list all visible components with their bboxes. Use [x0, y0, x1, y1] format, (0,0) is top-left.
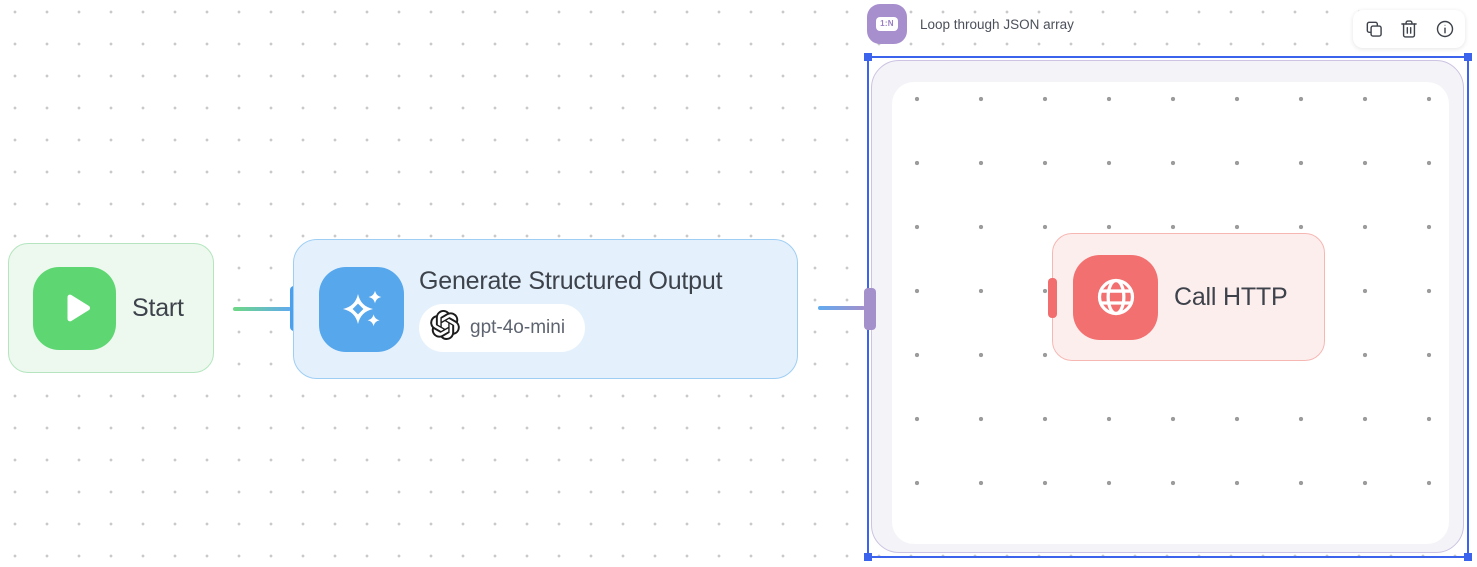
delete-button[interactable] [1394, 14, 1424, 44]
loop-badge: 1:N [876, 17, 898, 31]
call-http-input-port[interactable] [1048, 278, 1057, 318]
copy-icon [1364, 19, 1384, 39]
openai-logo-icon [430, 310, 460, 345]
selection-handle-bottom-left[interactable] [864, 553, 872, 561]
play-icon [33, 266, 116, 350]
info-icon [1435, 19, 1455, 39]
selection-handle-bottom-right[interactable] [1464, 553, 1472, 561]
selection-toolbar [1353, 10, 1465, 48]
sparkles-icon [319, 266, 404, 352]
loop-group-input-port[interactable] [864, 288, 876, 330]
edge-start-to-generate[interactable] [233, 307, 291, 311]
duplicate-button[interactable] [1359, 14, 1389, 44]
node-generate-structured-output[interactable]: Generate Structured Output gpt-4o-mini [293, 239, 798, 379]
node-call-http[interactable]: Call HTTP [1052, 233, 1325, 361]
call-http-node-label: Call HTTP [1174, 282, 1288, 311]
selection-handle-top-right[interactable] [1464, 53, 1472, 61]
loop-group-header[interactable]: 1:N Loop through JSON array [867, 4, 1074, 44]
model-name: gpt-4o-mini [470, 316, 566, 338]
loop-1n-icon: 1:N [867, 4, 907, 44]
model-pill[interactable]: gpt-4o-mini [419, 303, 586, 352]
selection-handle-top-left[interactable] [864, 53, 872, 61]
trash-icon [1399, 19, 1419, 39]
edge-generate-to-loop[interactable] [818, 306, 865, 310]
loop-group-label: Loop through JSON array [920, 16, 1074, 32]
start-node-label: Start [132, 293, 184, 322]
info-button[interactable] [1430, 14, 1460, 44]
node-start[interactable]: Start [8, 243, 214, 373]
globe-icon [1073, 254, 1158, 340]
generate-node-title: Generate Structured Output [419, 266, 723, 295]
